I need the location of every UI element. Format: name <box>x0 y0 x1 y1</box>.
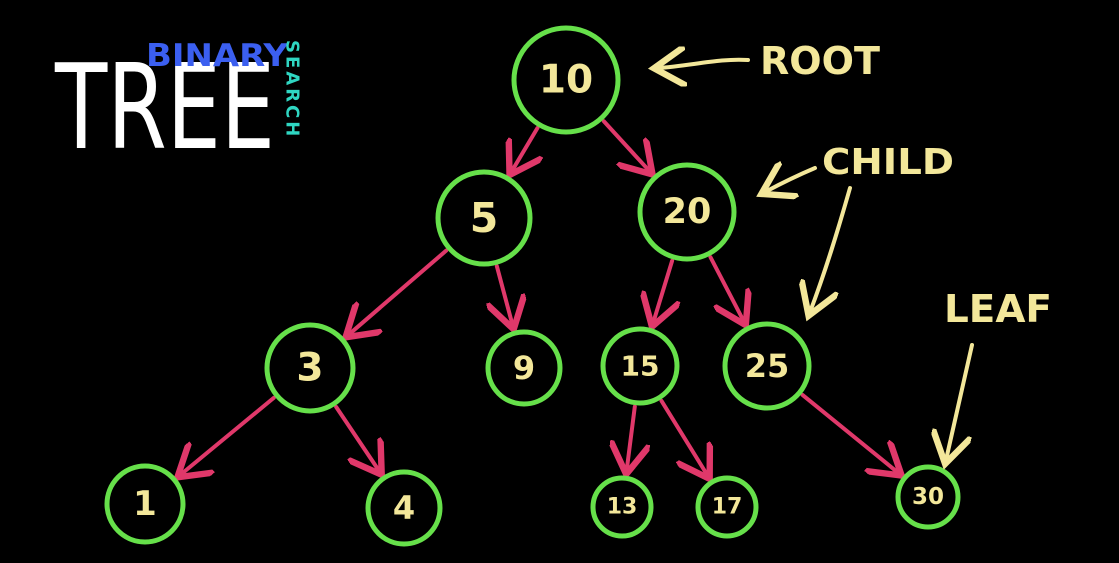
node-circle <box>895 464 961 530</box>
edge-n3-n4 <box>334 405 379 471</box>
node-circle <box>590 475 654 539</box>
node-5: 5 <box>435 169 533 267</box>
edge-n15-n13 <box>627 404 635 471</box>
node-label: 30 <box>912 484 944 510</box>
node-label: 3 <box>296 346 323 391</box>
node-label: 17 <box>712 495 743 520</box>
edge-n20-n15 <box>653 258 672 323</box>
edge-n3-n1 <box>180 395 276 475</box>
node-label: 5 <box>470 194 499 242</box>
child-arrow-left <box>765 168 817 192</box>
edge-n25-n30 <box>800 393 899 473</box>
title-search: SEARCH <box>282 40 303 139</box>
root-label: ROOT <box>760 39 880 83</box>
node-20: 20 <box>637 162 737 262</box>
node-circle <box>435 169 533 267</box>
node-circle <box>511 25 621 135</box>
node-1: 1 <box>104 463 186 545</box>
title-binary: BINARY <box>146 38 289 74</box>
node-circle <box>365 469 443 547</box>
node-label: 1 <box>133 484 157 524</box>
node-circle <box>600 326 680 406</box>
edge-n10-n20 <box>601 119 650 171</box>
child-label: CHILD <box>822 142 954 183</box>
edge-n5-n9 <box>497 264 513 325</box>
node-17: 17 <box>695 475 759 539</box>
leaf-arrow <box>946 343 974 460</box>
node-10: 10 <box>511 25 621 135</box>
node-3: 3 <box>264 322 356 414</box>
node-13: 13 <box>590 475 654 539</box>
nodes: 10 5 20 3 9 15 25 1 4 13 17 30 <box>104 25 961 547</box>
child-arrow-down <box>810 186 852 312</box>
leaf-label: LEAF <box>944 287 1052 331</box>
node-circle <box>637 162 737 262</box>
edge-n5-n3 <box>349 248 449 335</box>
edges <box>180 119 899 476</box>
title-tree: TREE <box>54 38 275 176</box>
edge-n20-n25 <box>708 255 744 321</box>
node-circle <box>485 329 563 407</box>
node-label: 15 <box>621 350 660 383</box>
node-9: 9 <box>485 329 563 407</box>
node-circle <box>104 463 186 545</box>
node-25: 25 <box>722 321 812 411</box>
node-label: 20 <box>663 192 712 232</box>
title-group: TREE BINARY SEARCH <box>54 38 302 176</box>
root-arrow <box>658 60 750 68</box>
node-circle <box>695 475 759 539</box>
node-4: 4 <box>365 469 443 547</box>
edge-n15-n17 <box>659 398 708 476</box>
node-circle <box>722 321 812 411</box>
node-label: 25 <box>745 347 790 385</box>
node-label: 9 <box>513 349 535 387</box>
node-label: 10 <box>539 58 593 103</box>
node-30: 30 <box>895 464 961 530</box>
node-circle <box>264 322 356 414</box>
node-15: 15 <box>600 326 680 406</box>
node-label: 4 <box>393 489 415 527</box>
annotations: ROOT CHILD LEAF <box>658 39 1052 460</box>
node-label: 13 <box>607 495 638 520</box>
edge-n10-n5 <box>512 126 538 171</box>
